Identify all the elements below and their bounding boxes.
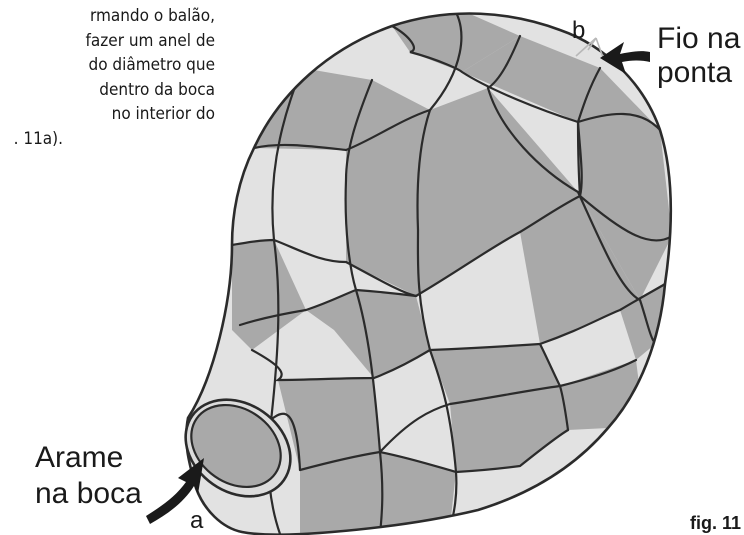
instruction-text: rmando o balão, fazer um anel de do diâm… [0,4,215,151]
panel-seams [230,13,671,535]
label-line: ponta [657,56,733,89]
text-line: . 11a). [13,128,63,149]
label-fio-na-ponta: Fio na ponta [657,22,740,90]
label-b: b [572,17,586,44]
text-line: fazer um anel de [85,30,216,51]
text-line: dentro da boca [99,79,215,100]
label-line: Fio na [657,22,741,55]
text-line: no interior do [111,104,215,124]
label-a: a [190,507,204,534]
curved-arrow-icon [146,458,204,524]
label-line: na boca [35,477,142,510]
text-line: rmando o balão, [89,6,215,26]
mouth-ring [184,398,292,498]
text-line: do diâmetro que [88,55,215,75]
figure-caption: fig. 11 [690,513,742,533]
label-line: Arame [35,441,124,474]
arrow-right-icon [600,42,650,74]
dark-panels [232,13,671,534]
label-arame-na-boca: Arame na boca [35,440,142,512]
